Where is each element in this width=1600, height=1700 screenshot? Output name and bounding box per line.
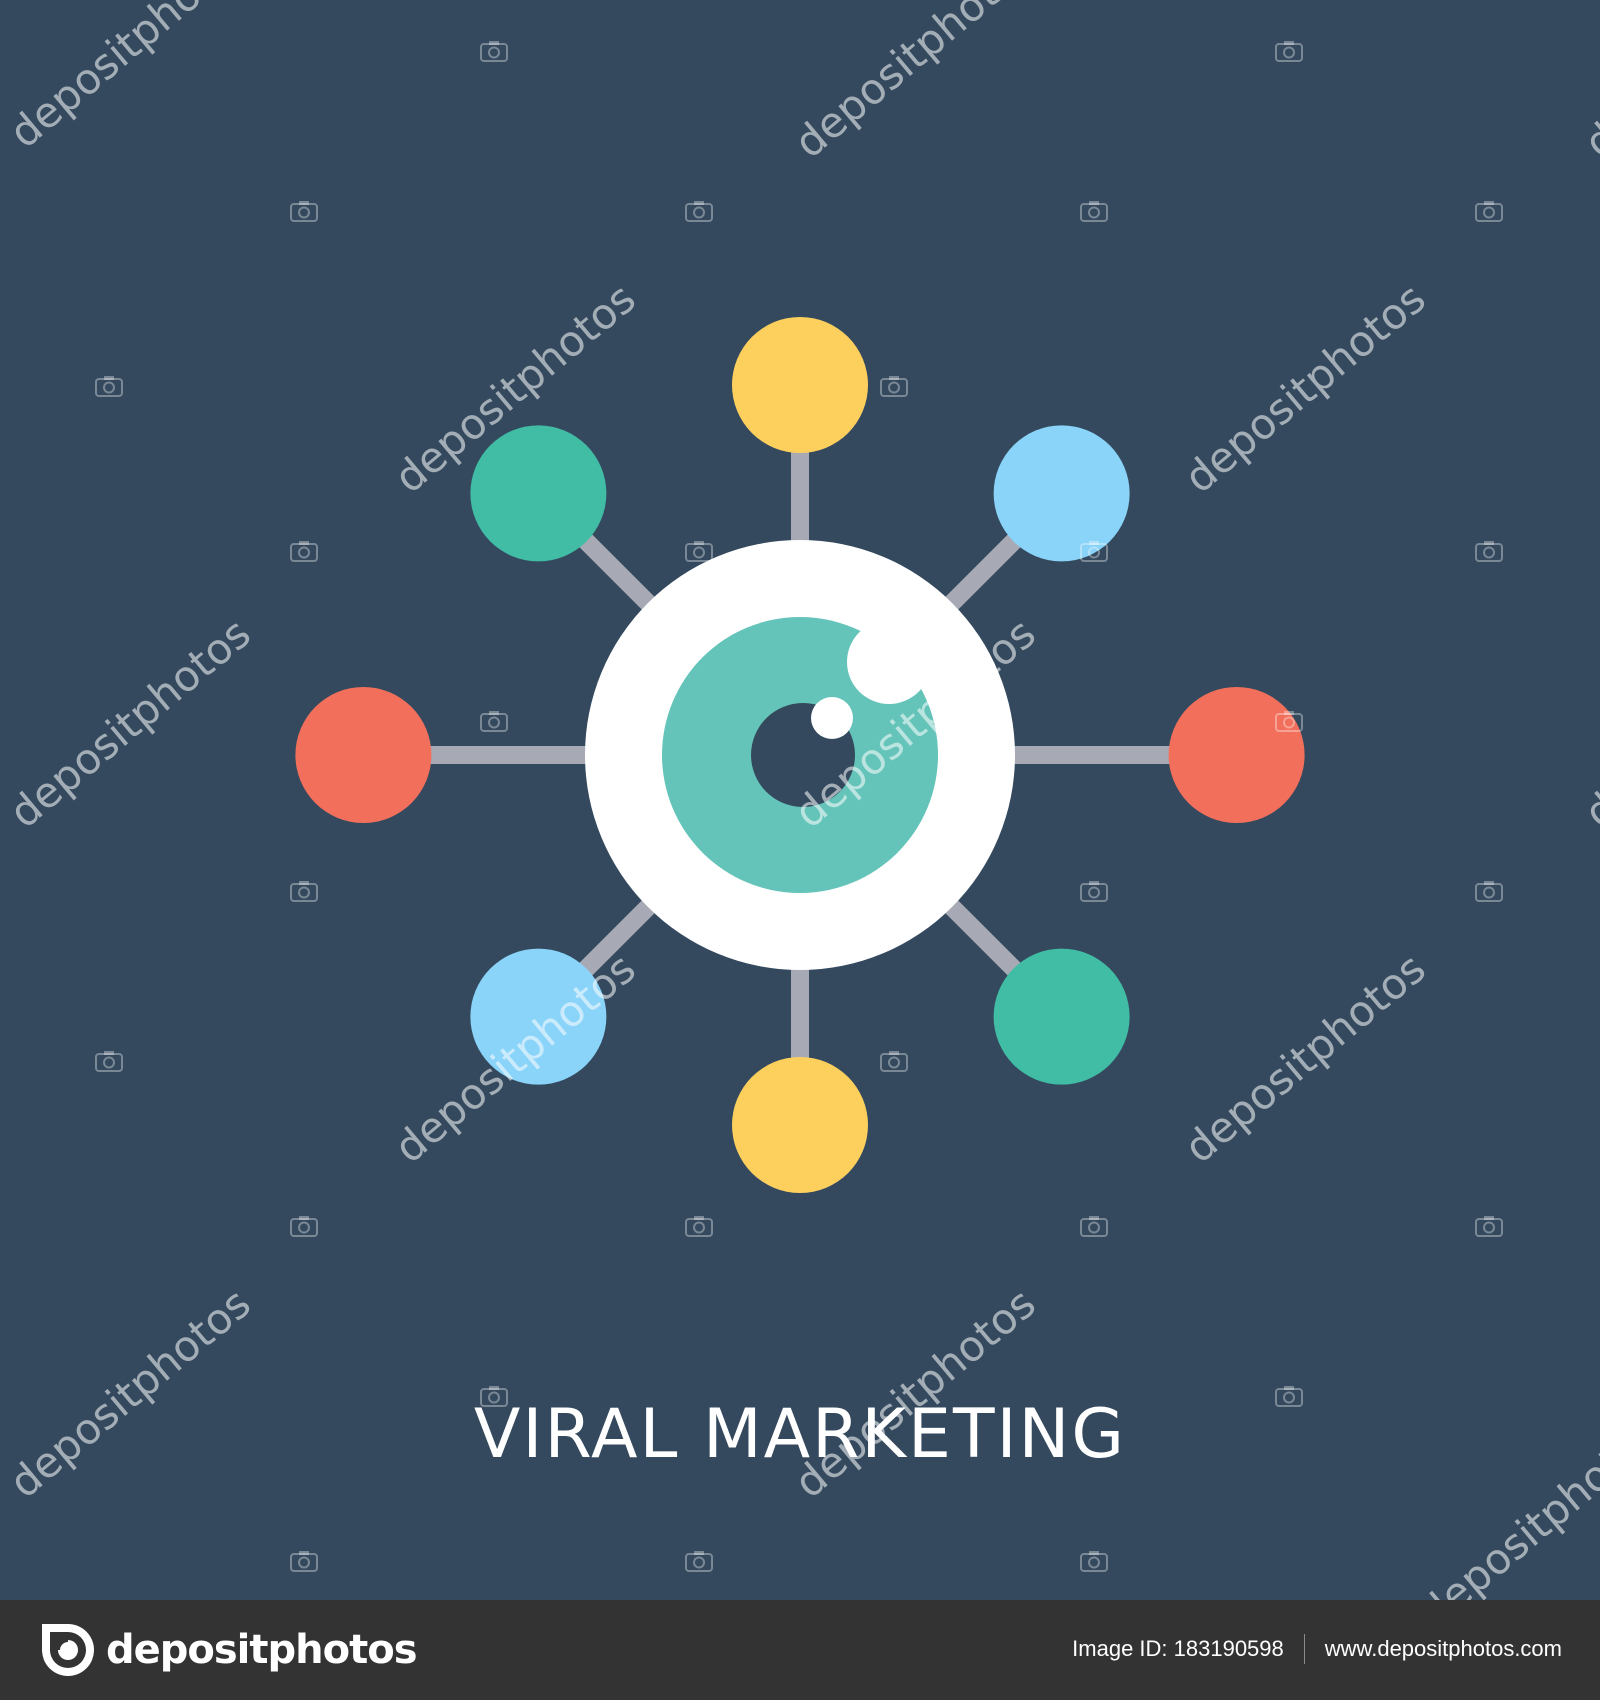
eye-glare-small <box>811 697 853 739</box>
node-top-left <box>470 425 607 562</box>
eye-glare-large <box>847 620 931 704</box>
node-top <box>732 317 868 453</box>
node-right <box>1168 687 1305 823</box>
stock-footer-bar: depositphotos Image ID: 183190598 www.de… <box>0 1600 1600 1700</box>
site-url[interactable]: www.depositphotos.com <box>1324 1636 1562 1661</box>
node-bottom <box>732 1057 868 1193</box>
node-top-right <box>993 425 1130 562</box>
image-id: Image ID: 183190598 <box>1072 1636 1284 1661</box>
illustration-title: VIRAL MARKETING <box>473 1395 1127 1474</box>
network-nodes <box>295 317 1305 1193</box>
node-bottom-left <box>470 948 607 1085</box>
depositphotos-logo-icon <box>42 1624 94 1676</box>
viral-marketing-diagram <box>295 317 1305 1193</box>
node-left <box>295 687 432 823</box>
node-bottom-right <box>993 948 1130 1085</box>
depositphotos-logo[interactable]: depositphotos <box>40 1622 418 1678</box>
logo-text: depositphotos <box>106 1627 418 1673</box>
meta-divider <box>1303 1634 1305 1664</box>
image-meta: Image ID: 183190598 www.depositphotos.co… <box>1072 1634 1562 1664</box>
eye-icon <box>585 540 1015 970</box>
